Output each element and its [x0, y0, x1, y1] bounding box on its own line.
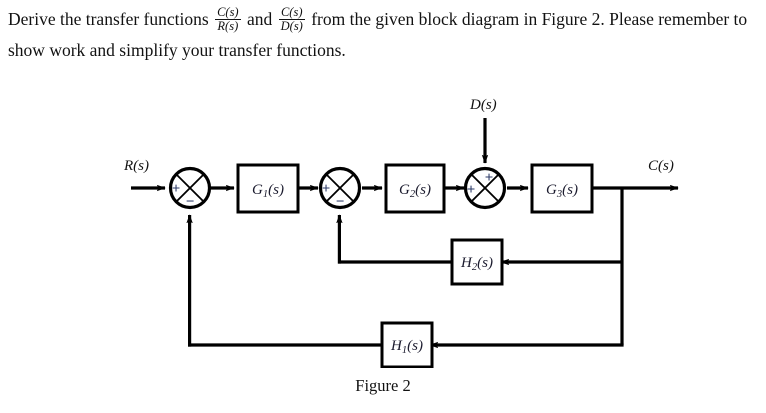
block-g1: G1(s)	[236, 163, 300, 214]
block-g2: G2(s)	[384, 163, 446, 214]
problem-text-line-2: remember to show work and simplify your …	[8, 9, 748, 60]
h2-label: H2(s)	[460, 255, 493, 273]
block-g3: G3(s)	[530, 163, 594, 214]
sum1-bottom-sign: −	[186, 194, 195, 210]
g2-label: G2(s)	[399, 182, 431, 200]
sum3-left-sign: +	[467, 182, 476, 198]
block-h1: H1(s)	[380, 321, 434, 368]
summing-junction-2: + −	[318, 166, 362, 210]
input-signal-label: R(s)	[123, 158, 149, 174]
fraction-numerator: C(s)	[280, 4, 303, 19]
g3-box	[530, 163, 594, 214]
sum2-left-sign: +	[322, 181, 331, 197]
sum2-cross-b	[325, 173, 355, 203]
conjunction-and: and	[246, 9, 273, 29]
fraction-c-over-d: C(s) D(s)	[278, 4, 305, 34]
forward-path-wires	[131, 118, 679, 192]
sum3-cross-b	[470, 173, 500, 203]
sum1-left-sign: +	[172, 181, 181, 197]
signal-labels: R(s) D(s) C(s)	[123, 97, 674, 174]
g3-label: G3(s)	[546, 182, 578, 200]
block-diagram-figure: R(s) D(s) C(s) + − + −	[0, 78, 766, 368]
summing-junction-1: + −	[168, 166, 212, 210]
output-signal-label: C(s)	[648, 158, 674, 174]
block-h2: H2(s)	[450, 238, 504, 286]
g1-box	[236, 163, 300, 214]
sum1-cross-b	[175, 173, 205, 203]
g2-box	[384, 163, 446, 214]
feedback-wires	[186, 188, 624, 349]
problem-text-part-2: from the given block diagram in Figure 2…	[311, 9, 654, 29]
g1-label: G1(s)	[252, 182, 284, 200]
problem-text-part-1: Derive the transfer functions	[8, 9, 209, 29]
fraction-denominator: R(s)	[215, 19, 241, 34]
h1-label: H1(s)	[390, 338, 423, 356]
sum2-bottom-sign: −	[336, 194, 345, 210]
h2-box	[450, 238, 504, 286]
fraction-denominator: D(s)	[278, 19, 305, 34]
h1-box	[380, 321, 434, 368]
summing-junction-3: + +	[463, 166, 507, 210]
figure-caption: Figure 2	[355, 376, 411, 395]
problem-statement: Derive the transfer functions C(s) R(s) …	[8, 4, 760, 66]
sum3-top-sign: +	[485, 170, 494, 186]
fraction-numerator: C(s)	[217, 4, 239, 19]
fraction-c-over-r: C(s) R(s)	[215, 4, 241, 34]
disturbance-signal-label: D(s)	[469, 97, 497, 113]
